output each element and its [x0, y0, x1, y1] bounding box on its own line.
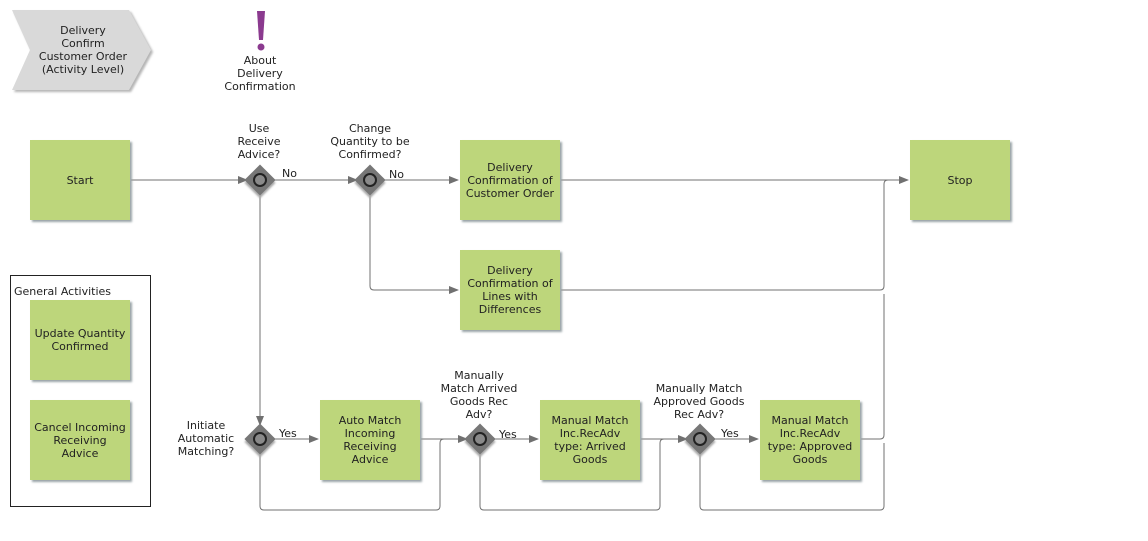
process-chevron-shape: [12, 10, 151, 90]
manual-match-approved-activity[interactable]: Manual Match Inc.RecAdv type: Approved G…: [760, 400, 860, 480]
delivery-confirmation-lines-differences-activity[interactable]: Delivery Confirmation of Lines with Diff…: [460, 250, 560, 330]
flow-label-no: No: [282, 167, 297, 180]
manual-match-arrived-activity[interactable]: Manual Match Inc.RecAdv type: Arrived Go…: [540, 400, 640, 480]
gateway-label-receive-advice: Use Receive Advice?: [237, 122, 281, 161]
flow-lines-differences-to-stop: [561, 179, 889, 291]
start-event[interactable]: Start: [30, 140, 130, 220]
cancel-incoming-receiving-advice-activity[interactable]: Cancel Incoming Receiving Advice: [30, 400, 130, 480]
flow-initiate-no-to-manual-arrived: [259, 438, 445, 511]
flow-label-yes: Yes: [279, 427, 297, 440]
gateway-label-manual-approved: Manually Match Approved Goods Rec Adv?: [653, 382, 745, 421]
about-exclamation-icon[interactable]: [257, 11, 265, 51]
gateway-ring-icon: [363, 173, 377, 187]
auto-match-activity[interactable]: Auto Match Incoming Receiving Advice: [320, 400, 420, 480]
gateway-ring-icon: [253, 432, 267, 446]
flow-change-to-lines-differences: [369, 193, 459, 294]
flow-manual-approved-to-merge: [861, 294, 885, 440]
stop-event[interactable]: Stop: [910, 140, 1010, 220]
about-delivery-confirmation-label[interactable]: About Delivery Confirmation: [224, 54, 296, 93]
sequence-flows: [131, 176, 909, 511]
delivery-confirmation-customer-order-activity[interactable]: Delivery Confirmation of Customer Order: [460, 140, 560, 220]
flow-label-yes: Yes: [721, 427, 739, 440]
gateway-ring-icon: [253, 173, 267, 187]
update-quantity-confirmed-activity[interactable]: Update Quantity Confirmed: [30, 300, 130, 380]
gateway-ring-icon: [693, 432, 707, 446]
gateway-ring-icon: [473, 432, 487, 446]
flow-label-no: No: [389, 168, 404, 181]
gateway-label-manual-arrived: Manually Match Arrived Goods Rec Adv?: [440, 369, 518, 421]
process-title: Delivery Confirm Customer Order (Activit…: [38, 24, 128, 76]
flow-label-yes: Yes: [499, 428, 517, 441]
general-activities-title: General Activities: [14, 285, 112, 298]
gateway-label-change-quantity: Change Quantity to be Confirmed?: [330, 122, 410, 161]
gateway-label-initiate-matching: Initiate Automatic Matching?: [177, 419, 235, 458]
flow-approved-no-to-merge: [699, 443, 885, 511]
flow-arrived-no-to-approved: [479, 438, 665, 511]
